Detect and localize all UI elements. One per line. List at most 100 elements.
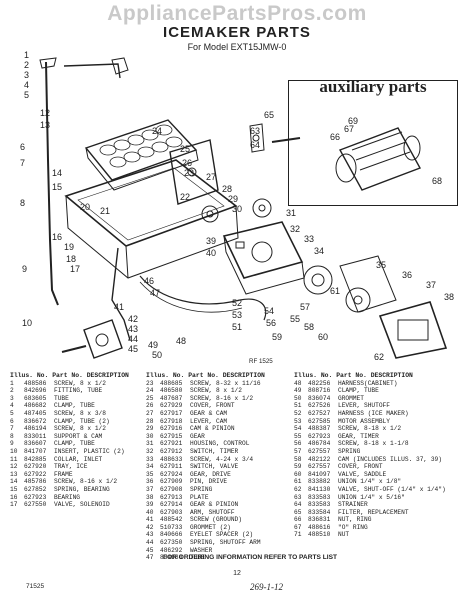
table-cell: 1 bbox=[10, 379, 14, 387]
control-housing bbox=[222, 221, 305, 295]
table-cell: 841130 bbox=[308, 485, 331, 493]
callout-labels: 1 2 3 4 5 6 7 8 9 10 11 12 13 14 15 16 1… bbox=[20, 50, 454, 360]
table-cell: 16 bbox=[10, 493, 18, 501]
callout-55: 55 bbox=[290, 314, 300, 324]
table-cell: 6 bbox=[10, 417, 14, 425]
table-cell: 627917 bbox=[160, 409, 183, 417]
inlet-tube bbox=[45, 61, 59, 306]
table-cell: 488685 bbox=[160, 379, 183, 387]
table-cell: SCREW (GROUND) bbox=[190, 516, 242, 524]
table-cell: 31 bbox=[146, 440, 154, 448]
table-cell: WASHER bbox=[190, 546, 213, 554]
table-cell: 833584 bbox=[308, 508, 331, 516]
table-cell: 833882 bbox=[308, 478, 331, 486]
table-cell: 485786 bbox=[24, 478, 47, 486]
table-cell: INSERT, PLASTIC (2) bbox=[54, 447, 125, 455]
table-cell: 486292 bbox=[160, 546, 183, 554]
table-header: Illus. No. Part No. DESCRIPTION bbox=[10, 372, 129, 380]
table-cell: 33 bbox=[146, 455, 154, 463]
table-cell: 43 bbox=[146, 531, 154, 539]
table-cell: 45 bbox=[146, 546, 154, 554]
table-cell: 41 bbox=[146, 516, 154, 524]
table-cell: 61 bbox=[294, 478, 302, 486]
table-cell: 627912 bbox=[160, 447, 183, 455]
table-cell: STRAINER bbox=[338, 501, 368, 509]
table-cell: 488586 bbox=[24, 379, 47, 387]
solenoid-valve bbox=[61, 319, 123, 359]
callout-52: 52 bbox=[232, 298, 242, 308]
table-cell: 627909 bbox=[160, 478, 183, 486]
table-cell: HOUSING, CONTROL bbox=[190, 440, 250, 448]
table-cell: SCREW, 8-18 x 1/2 bbox=[338, 425, 402, 433]
table-cell: 4 bbox=[10, 402, 14, 410]
callout-17: 17 bbox=[70, 264, 80, 274]
table-cell: 627918 bbox=[160, 417, 183, 425]
table-cell: GROMMET (2) bbox=[190, 523, 231, 531]
table-cell: 627557 bbox=[308, 463, 331, 471]
table-cell: SWITCH, TIMER bbox=[190, 447, 239, 455]
table-cell: 627916 bbox=[160, 425, 183, 433]
table-cell: 35 bbox=[146, 470, 154, 478]
table-header-cell: Part No. bbox=[52, 372, 87, 379]
table-cell: 482122 bbox=[308, 455, 331, 463]
table-cell: VALVE, SOLENOID bbox=[54, 501, 110, 509]
table-cell: 23 bbox=[146, 379, 154, 387]
table-cell: 34 bbox=[146, 463, 154, 471]
table-cell: 627908 bbox=[160, 485, 183, 493]
table-cell: SCREW, 8-32 x 11/16 bbox=[190, 379, 261, 387]
callout-16: 16 bbox=[52, 232, 62, 242]
callout-69: 69 bbox=[348, 116, 358, 126]
table-cell: "O" RING bbox=[338, 523, 368, 531]
table-cell: 836672 bbox=[24, 417, 47, 425]
callout-19: 19 bbox=[64, 242, 74, 252]
table-cell: 840666 bbox=[160, 531, 183, 539]
table-cell: 834980 bbox=[160, 554, 183, 562]
table-cell: 8 bbox=[10, 432, 14, 440]
table-cell: 37 bbox=[146, 485, 154, 493]
table-cell: 29 bbox=[146, 425, 154, 433]
table-cell: CLAMP, TUBE bbox=[338, 387, 379, 395]
table-cell: FITTING, TUBE bbox=[54, 387, 103, 395]
callout-64: 64 bbox=[250, 140, 260, 150]
table-cell: 833583 bbox=[308, 501, 331, 509]
page-number: 12 bbox=[233, 570, 241, 577]
table-cell: 51 bbox=[294, 402, 302, 410]
table-header-cell: Illus. No. bbox=[294, 372, 337, 379]
table-header-cell: Illus. No. bbox=[10, 372, 53, 379]
table-header-cell: DESCRIPTION bbox=[222, 372, 265, 379]
callout-44: 44 bbox=[128, 334, 138, 344]
table-cell: 27 bbox=[146, 409, 154, 417]
callout-24: 24 bbox=[152, 126, 162, 136]
table-cell: 52 bbox=[294, 409, 302, 417]
table-cell: GEAR & CAM bbox=[190, 409, 228, 417]
table-cell: 55 bbox=[294, 432, 302, 440]
icemaker-frame bbox=[64, 159, 239, 279]
page-title: ICEMAKER PARTS bbox=[163, 24, 311, 41]
table-cell: 36 bbox=[146, 478, 154, 486]
table-cell: UNION 1/4" x 5/16" bbox=[338, 493, 405, 501]
table-cell: 67 bbox=[294, 523, 302, 531]
callout-34: 34 bbox=[314, 246, 324, 256]
table-cell: 627920 bbox=[24, 463, 47, 471]
table-cell: COVER, FRONT bbox=[190, 402, 235, 410]
table-cell: 15 bbox=[10, 485, 18, 493]
table-cell: GROMMET bbox=[338, 394, 364, 402]
